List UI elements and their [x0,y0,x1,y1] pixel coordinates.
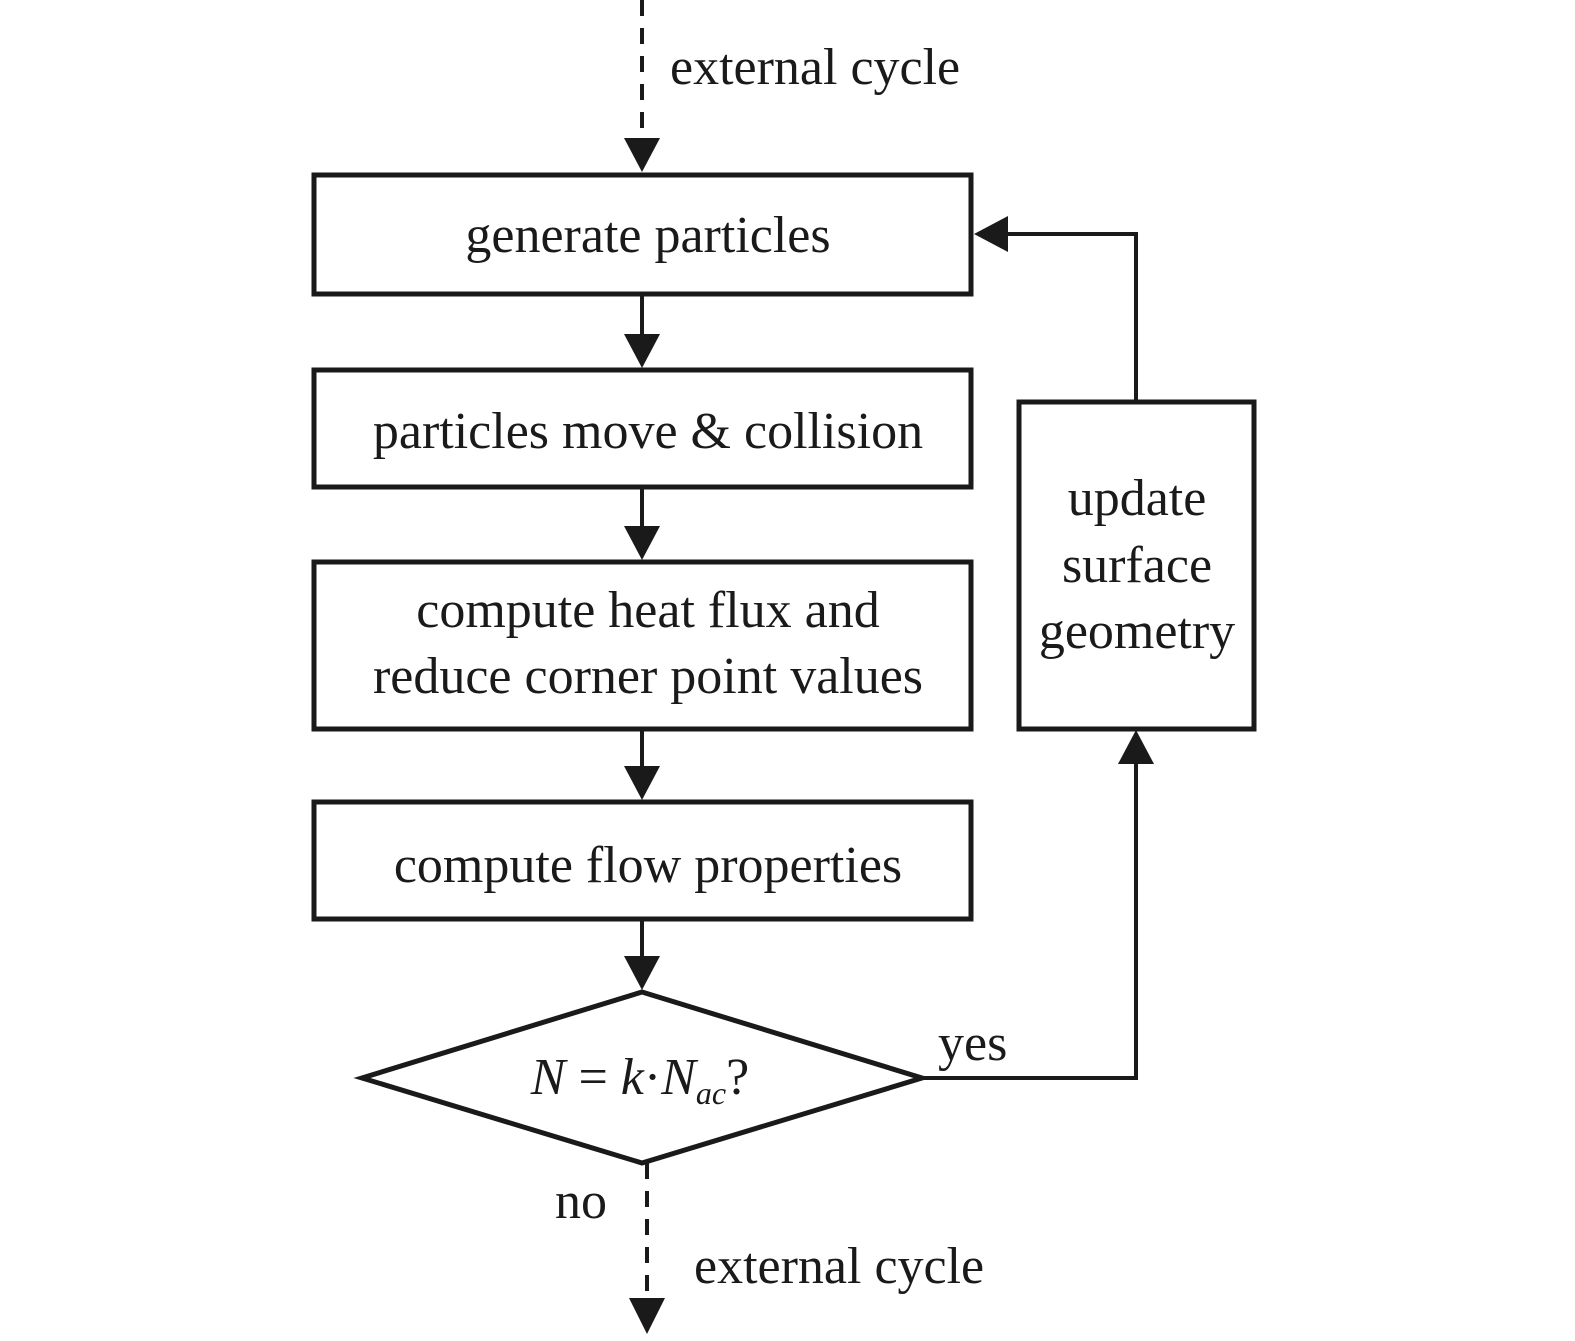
compute-flow-properties-box [311,799,974,922]
decision-label: N = k·Nac? [530,1049,749,1111]
decision-diamond [353,989,931,1166]
particles-move-label: particles move & collision [373,403,923,460]
arrowhead-heat-to-flow [624,766,660,800]
update-surface-geometry-label-line2: surface [1062,537,1212,594]
compute-heat-flux-label-line1: compute heat flux and [416,582,880,639]
exit-arrowhead [629,1298,665,1334]
generate-particles-label: generate particles [465,207,830,264]
yes-label: yes [938,1015,1007,1072]
arrowhead-move-to-heat [624,526,660,560]
entry-arrowhead [624,138,660,172]
feedback-line [1006,232,1138,402]
compute-flow-properties-label: compute flow properties [394,837,902,894]
top-external-cycle-label: external cycle [670,39,960,96]
update-surface-geometry-box [1016,399,1257,732]
arrowhead-generate-to-move [624,334,660,368]
compute-heat-flux-label-line2: reduce corner point values [373,648,923,705]
generate-particles-box [311,172,974,297]
no-label: no [555,1173,607,1230]
update-surface-geometry-label-line3: geometry [1039,603,1235,660]
arrowhead-flow-to-decision [624,956,660,990]
bottom-external-cycle-label: external cycle [694,1238,984,1295]
yes-branch-arrowhead [1118,730,1154,764]
yes-branch-line [922,762,1138,1080]
update-surface-geometry-label-line1: update [1068,470,1207,527]
compute-heat-flux-box [311,559,974,732]
feedback-arrowhead [974,216,1008,252]
